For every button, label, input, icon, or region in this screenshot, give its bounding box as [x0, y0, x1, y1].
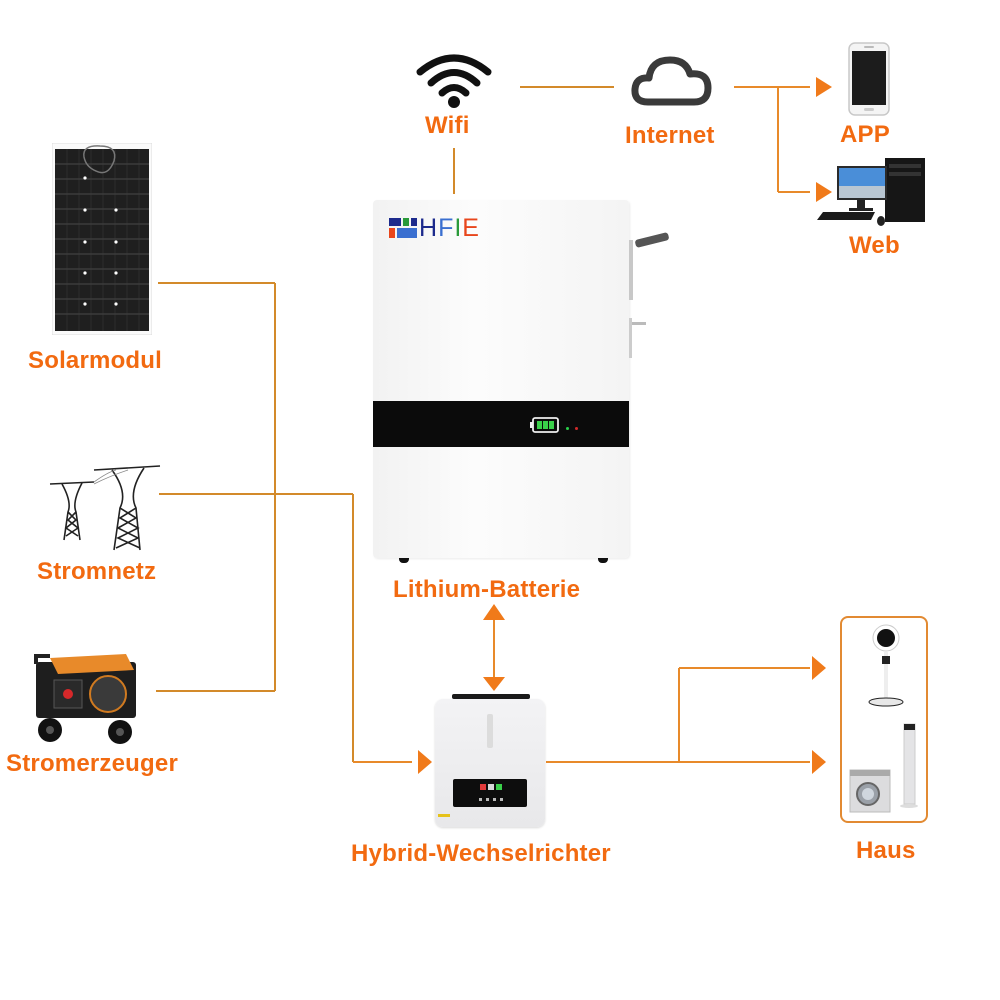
wifi-node: [414, 50, 494, 110]
home-appliances-icon: [849, 624, 918, 813]
web-node: [815, 158, 930, 228]
inverter-node: [435, 694, 547, 834]
status-led-red: [575, 427, 578, 430]
generator-node: [30, 652, 142, 746]
inverter-display-red: [480, 784, 486, 790]
solar-label: Solarmodul: [28, 347, 163, 374]
arrow-to-house-lower: [812, 750, 826, 774]
house-node: [840, 616, 928, 823]
internet-node: [630, 52, 714, 112]
internet-label: Internet: [625, 122, 715, 149]
grid-label: Stromnetz: [37, 558, 157, 585]
arrow-up-to-battery: [483, 604, 505, 620]
app-label: APP: [840, 121, 890, 148]
power-pylon-icon: [49, 465, 161, 551]
desktop-computer-icon: [817, 158, 925, 226]
generator-label: Stromerzeuger: [6, 750, 178, 777]
inverter-display-white: [488, 784, 494, 790]
inverter-indicator-strip: [487, 714, 493, 748]
battery-body: [373, 200, 629, 558]
battery-bracket-pin: [632, 322, 646, 325]
battery-label: Lithium-Batterie: [393, 576, 581, 603]
arrow-to-house-upper: [812, 656, 826, 680]
inverter-display-green: [496, 784, 502, 790]
solar-node: [51, 142, 153, 336]
app-node: [847, 42, 891, 116]
hfie-logo-icon: [389, 218, 417, 238]
battery-level-icon: [530, 417, 559, 433]
smartphone-icon: [848, 42, 890, 116]
tower-fan-icon: [903, 723, 916, 805]
battery-logo: HFIE: [389, 214, 480, 242]
arrow-to-app: [816, 77, 832, 97]
wifi-label: Wifi: [425, 112, 470, 139]
arrow-down-to-inverter: [483, 677, 505, 691]
battery-foot-left: [399, 558, 409, 563]
battery-bracket: [629, 318, 632, 358]
inverter-top-bar: [452, 694, 530, 699]
battery-foot-right: [598, 558, 608, 563]
web-label: Web: [849, 232, 900, 259]
battery-display-panel: [373, 401, 629, 447]
grid-node: [48, 462, 163, 554]
battery-handle: [629, 240, 633, 300]
inverter-label: Hybrid-Wechselrichter: [351, 840, 611, 867]
arrow-to-inverter: [418, 750, 432, 774]
inverter-buttons: [479, 798, 505, 801]
solar-panel-icon: [51, 142, 153, 336]
wifi-icon: [416, 54, 492, 108]
battery-brand: HFIE: [419, 214, 480, 242]
battery-node: HFIE: [373, 200, 670, 570]
inverter-display: [453, 779, 527, 807]
cloud-icon: [631, 56, 712, 106]
inverter-warning-sticker: [438, 814, 450, 817]
status-led-green: [566, 427, 569, 430]
generator-icon: [34, 654, 136, 744]
house-label: Haus: [856, 837, 916, 864]
arrow-to-web: [816, 182, 832, 202]
